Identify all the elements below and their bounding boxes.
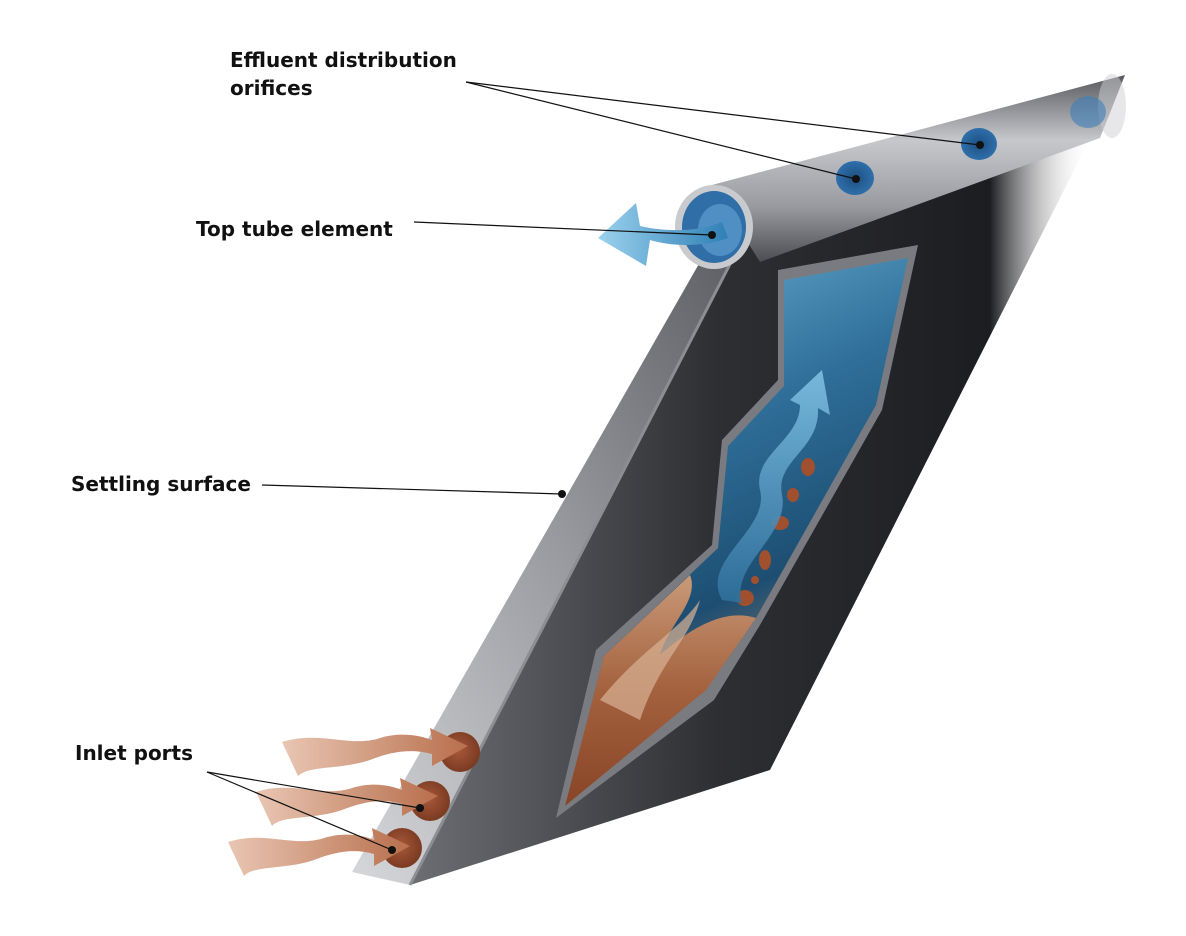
outflow-arrow	[598, 203, 728, 266]
cutaway-window	[556, 245, 918, 818]
leader-dot-effluent-1	[852, 175, 860, 183]
inflow-arrow-2	[256, 778, 438, 826]
label-settling-surface: Settling surface	[71, 472, 251, 496]
sediment-light-streak	[600, 600, 700, 720]
leader-inlet-1	[206, 771, 421, 809]
label-effluent-line1: Effluent distribution	[230, 48, 457, 72]
label-inlet-ports: Inlet ports	[75, 741, 193, 765]
labels: Effluent distribution orifices Top tube …	[71, 48, 457, 765]
leader-dot-top-tube	[708, 231, 716, 239]
tube-far-end	[1098, 74, 1126, 138]
leader-dot-inlet-1	[416, 804, 424, 812]
inflow-arrow-1	[282, 728, 468, 776]
leader-lines	[206, 81, 984, 854]
orifice-3	[1070, 96, 1106, 128]
inflow-arrow-3	[228, 828, 410, 876]
plate-seam	[408, 234, 747, 886]
leader-dot-settling	[558, 490, 566, 498]
leader-settling	[261, 484, 563, 495]
plate-edge	[352, 235, 745, 885]
leader-effluent-1	[465, 81, 857, 180]
label-top-tube: Top tube element	[196, 217, 393, 241]
leader-dot-effluent-2	[976, 141, 984, 149]
upward-flow-arrow	[717, 370, 830, 603]
top-tube	[675, 74, 1126, 269]
leader-inlet-2	[206, 771, 393, 851]
label-effluent-line2: orifices	[230, 76, 313, 100]
sediment-layer	[565, 575, 756, 806]
leader-effluent-2	[465, 81, 981, 146]
leader-top-tube	[413, 221, 713, 236]
leader-dot-inlet-2	[388, 846, 396, 854]
tube-body	[712, 75, 1125, 262]
inflow-arrows	[228, 728, 468, 876]
